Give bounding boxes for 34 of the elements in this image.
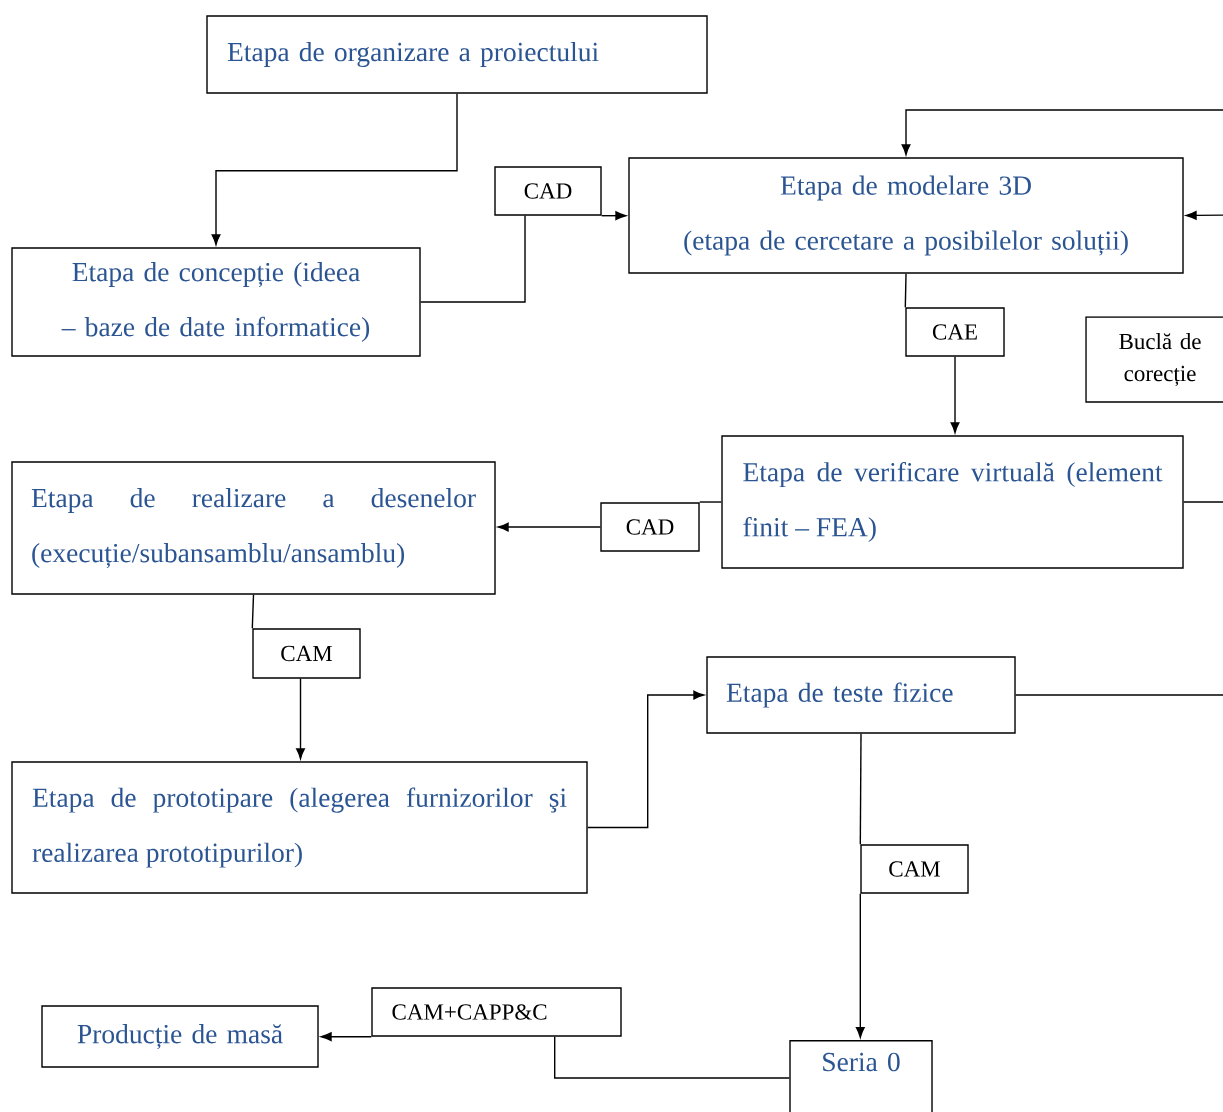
arrow (587, 690, 705, 829)
arrow (1185, 210, 1223, 220)
arrow (320, 1032, 372, 1042)
tool-label-box: CAM (252, 628, 361, 679)
process-box: Etapa de realizare a desenelor (execuție/subansamblu/ansamblu) (11, 461, 496, 595)
tool-label-box: CAM (860, 844, 969, 894)
tool-label-box: CAM+CAPP&C (371, 987, 622, 1037)
arrow (211, 93, 458, 246)
connector-line (251, 594, 255, 629)
connector-line (554, 1036, 790, 1079)
tool-label-box: CAD (600, 502, 700, 552)
tool-label-box: Buclă de corecție (1085, 316, 1223, 403)
connector-line (699, 501, 722, 503)
process-box: Etapa de concepție (ideea – baze de date informatice) (11, 247, 421, 357)
arrow (950, 356, 960, 434)
connector-line (1183, 501, 1223, 503)
connector-line (859, 733, 862, 845)
tool-label-box: CAE (905, 307, 1005, 357)
process-box: Etapa de modelare 3D (etapa de cercetare a posibilelor soluții) (628, 157, 1184, 274)
process-box: Etapa de verificare virtuală (element finit – FEA) (721, 435, 1184, 569)
connector-line (420, 215, 526, 303)
arrow (296, 678, 305, 760)
process-box: Etapa de prototipare (alegerea furnizorilor şi realizarea prototipurilor) (11, 761, 588, 894)
arrow (855, 893, 865, 1038)
process-box: Etapa de teste fizice (706, 656, 1016, 734)
connector-line (904, 273, 907, 308)
tool-label-box: CAD (494, 166, 602, 216)
process-box: Seria 0 (789, 1040, 933, 1112)
arrow (601, 211, 627, 221)
process-box: Producție de masă (41, 1005, 319, 1068)
arrow (497, 522, 601, 532)
process-box: Etapa de organizare a proiectului (206, 15, 708, 94)
connector-line (1015, 694, 1223, 696)
arrow (901, 109, 1223, 156)
